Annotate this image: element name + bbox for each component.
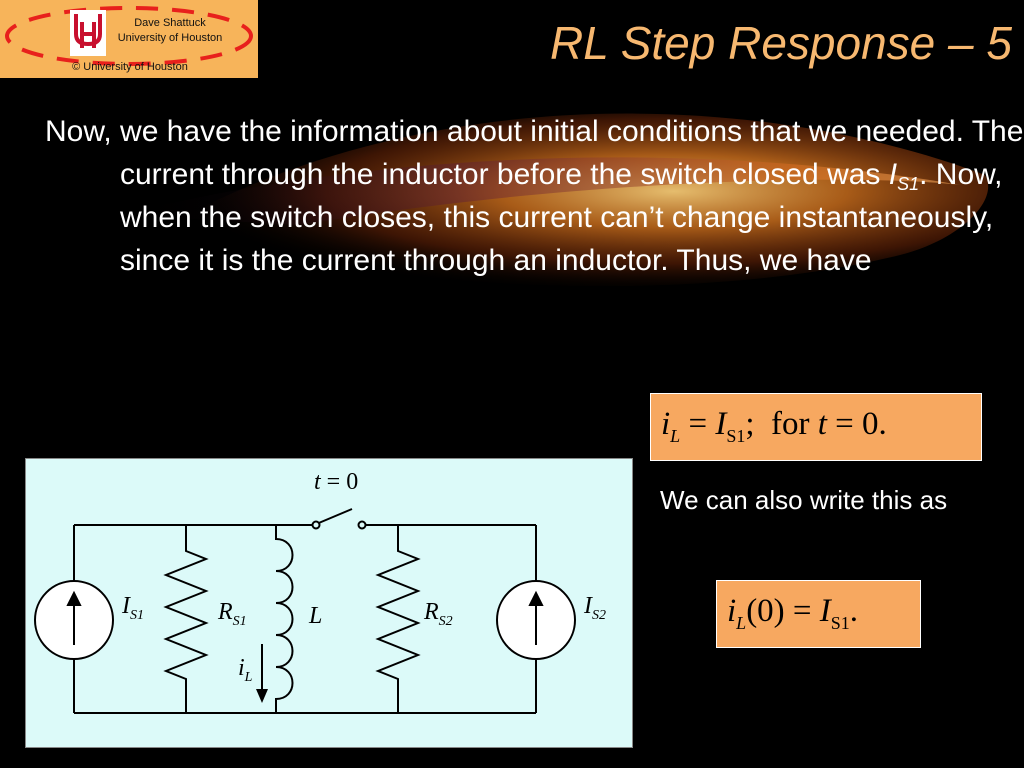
switch-contact-left: [311, 520, 321, 530]
switch-blade: [313, 508, 353, 526]
uh-emblem-icon: [74, 14, 102, 48]
logo-decoration: [5, 6, 253, 66]
switch-label: t = 0: [314, 469, 359, 495]
inductor-l: [275, 525, 294, 713]
label-rs1: RS1: [218, 599, 247, 629]
label-il: iL: [238, 655, 253, 685]
logo-institution: University of Houston: [117, 32, 223, 44]
slide-title: RL Step Response – 5: [549, 17, 1012, 69]
body-text-part1: Now, we have the information about initi…: [45, 115, 1024, 191]
label-is2: IS2: [584, 593, 606, 623]
label-rs2: RS2: [424, 599, 453, 629]
logo-caption: Dave Shattuck University of Houston: [106, 16, 234, 46]
logo-copyright: © University of Houston: [72, 61, 188, 73]
equation-initial-condition: iL = IS1; for t = 0.: [650, 393, 982, 461]
body-variable: IS1: [888, 158, 920, 194]
equation-il-zero: iL(0) = IS1.: [716, 580, 921, 648]
label-inductor: L: [309, 603, 323, 629]
resistor-rs1: [163, 525, 209, 713]
switch-contact-right: [357, 520, 367, 530]
resistor-rs2: [375, 525, 421, 713]
circuit-schematic: [34, 508, 576, 714]
label-is1: IS1: [122, 593, 144, 623]
logo-author: Dave Shattuck: [134, 17, 206, 29]
circuit-diagram: t = 0 IS1 RS1 L iL RS2 IS2: [25, 458, 633, 748]
body-text-part2: . Now, when the switch closes, this curr…: [120, 158, 1003, 277]
body-paragraph: Now, we have the information about initi…: [45, 110, 1024, 282]
university-logo-badge: Dave Shattuck University of Houston © Un…: [0, 0, 258, 78]
side-note: We can also write this as: [660, 485, 948, 515]
